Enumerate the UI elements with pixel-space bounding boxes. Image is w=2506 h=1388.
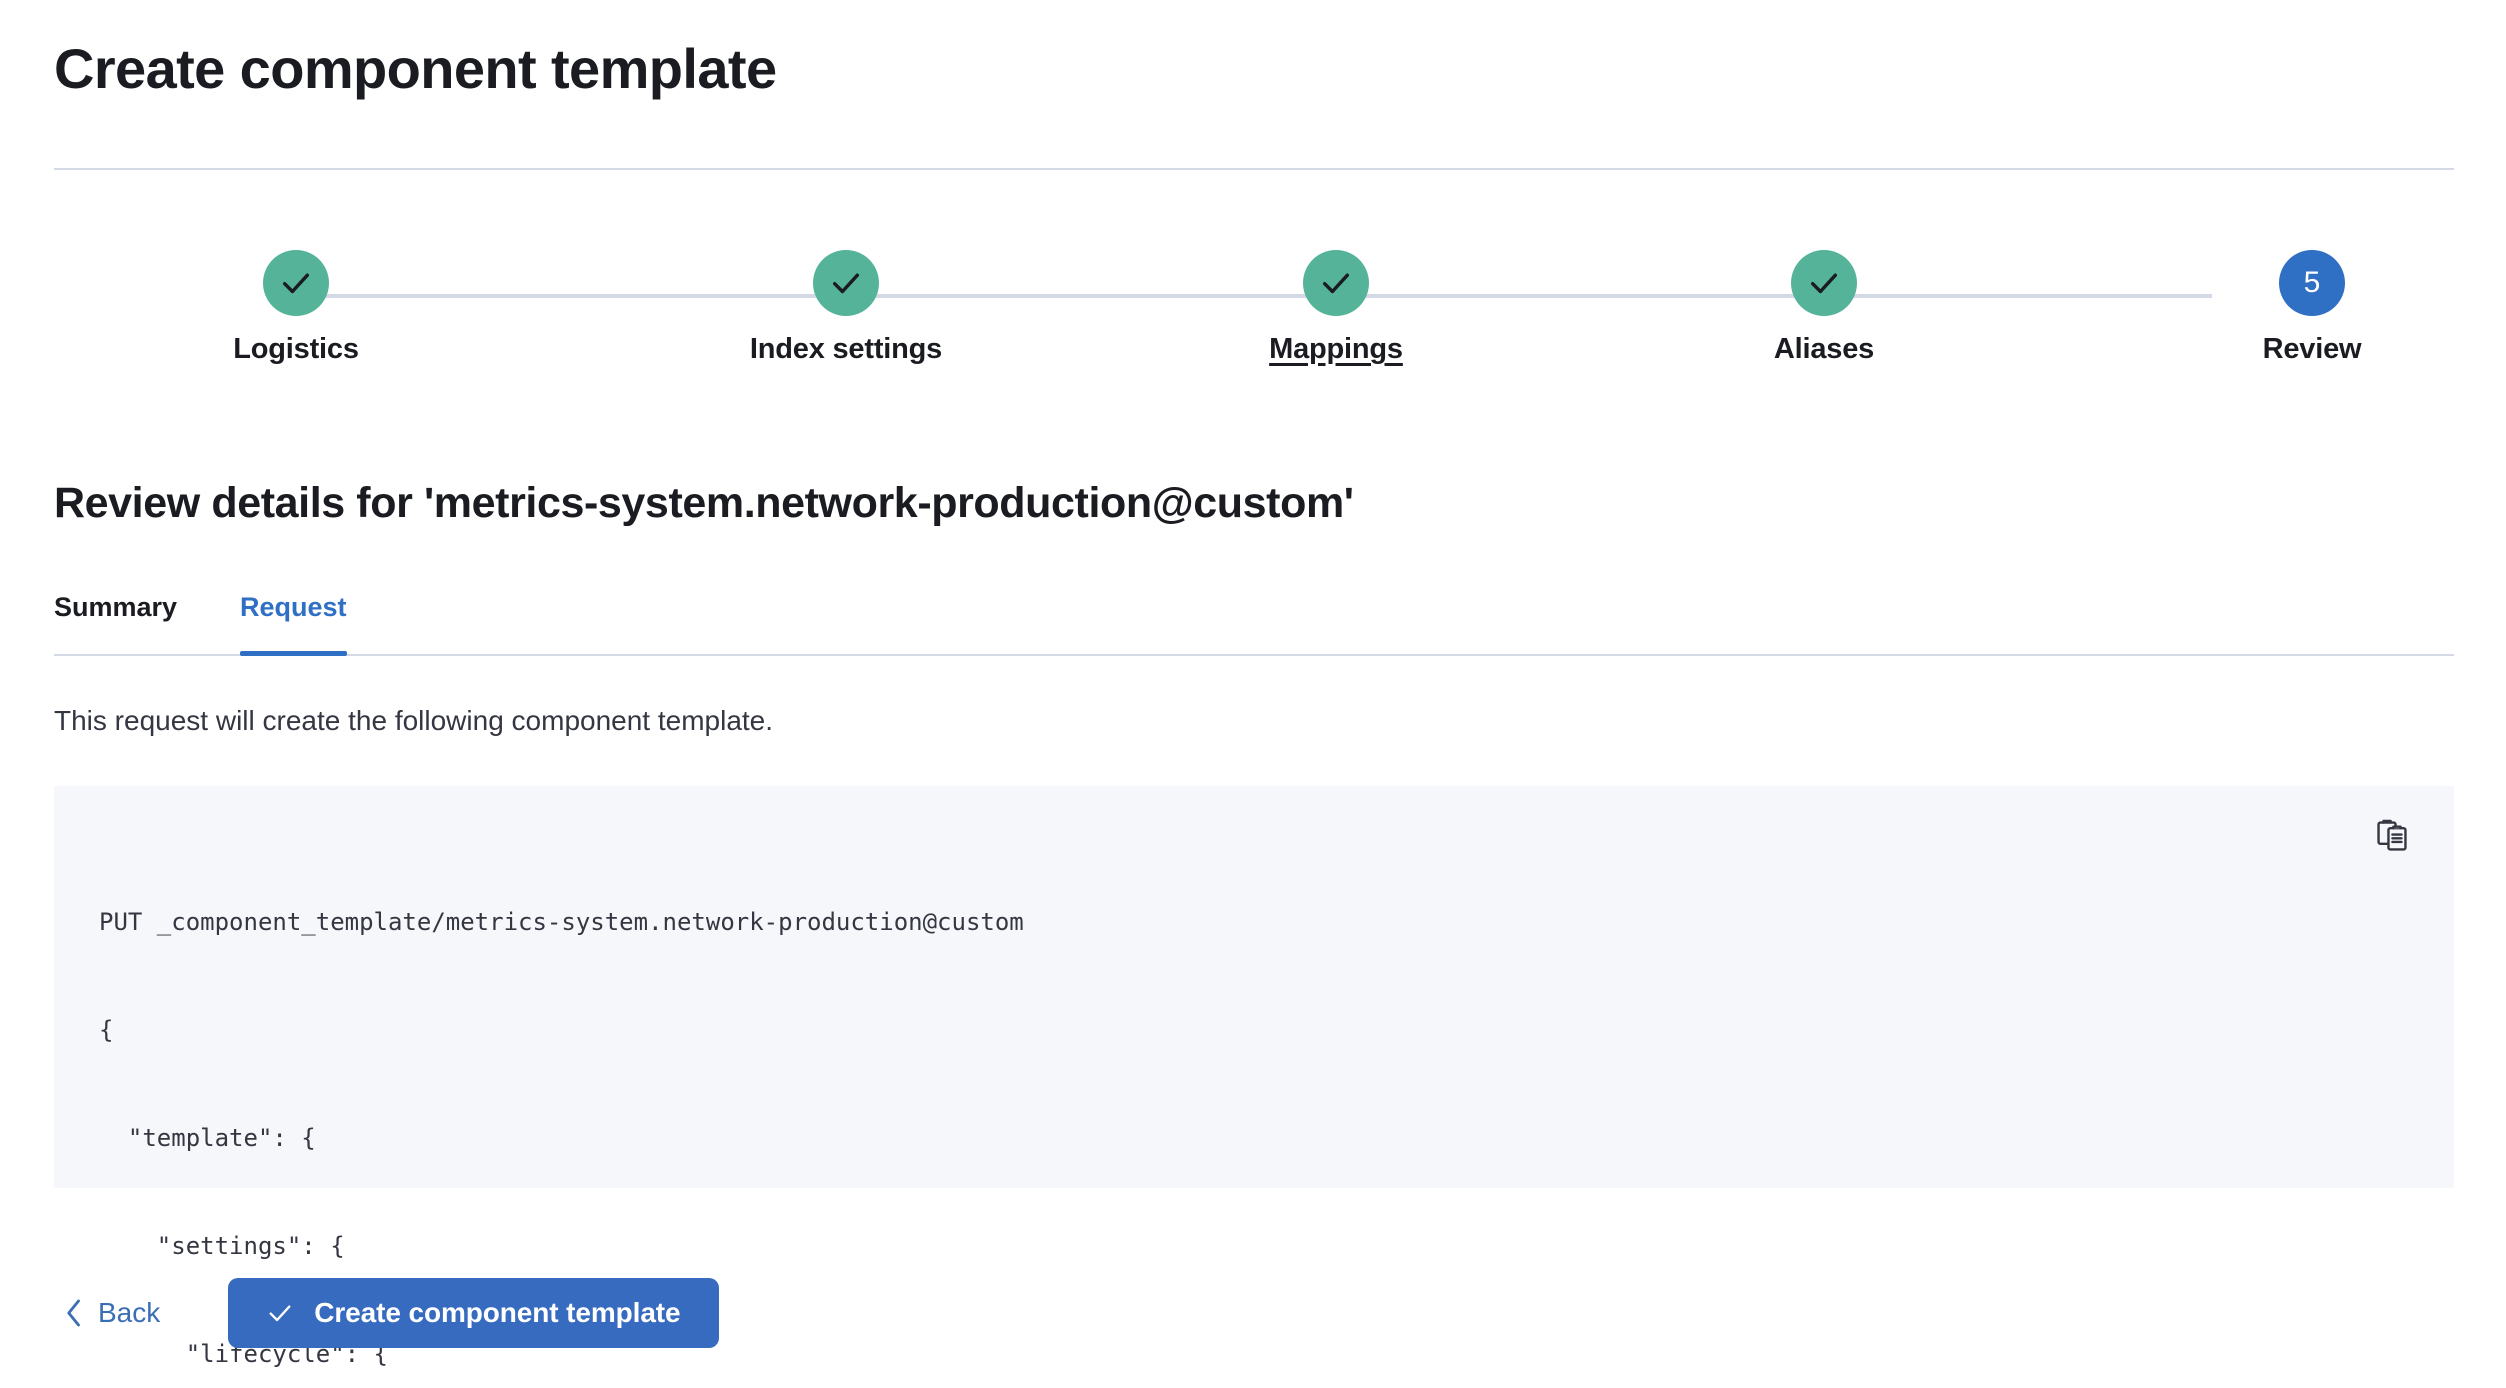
step-label-mappings[interactable]: Mappings <box>1269 333 1403 365</box>
check-icon <box>1322 273 1350 294</box>
tab-request-label: Request <box>240 592 347 622</box>
step-status-circle-mappings[interactable] <box>1303 250 1369 316</box>
check-icon <box>1810 273 1838 294</box>
tab-active-indicator <box>240 651 347 656</box>
step-status-circle-logistics[interactable] <box>263 250 329 316</box>
review-details-heading: Review details for 'metrics-system.netwo… <box>54 479 1354 527</box>
back-button-label: Back <box>98 1297 161 1328</box>
step-status-circle-aliases[interactable] <box>1791 250 1857 316</box>
copy-to-clipboard-button[interactable] <box>2370 814 2414 858</box>
check-icon <box>832 273 860 294</box>
step-aliases[interactable]: Aliases <box>1674 250 1974 366</box>
code-line: "template": { <box>99 1124 316 1152</box>
step-label-index-settings[interactable]: Index settings <box>749 333 943 365</box>
page-title: Create component template <box>54 37 777 100</box>
tabs-bottom-border <box>54 654 2454 656</box>
step-status-circle-index-settings[interactable] <box>813 250 879 316</box>
step-number-review: 5 <box>2303 266 2321 299</box>
step-logistics[interactable]: Logistics <box>146 250 446 366</box>
review-tabs: Summary Request <box>54 590 2454 656</box>
step-index-settings[interactable]: Index settings <box>696 250 996 366</box>
step-label-review[interactable]: Review <box>2262 333 2362 365</box>
step-status-circle-review[interactable]: 5 <box>2279 250 2345 316</box>
code-line: "settings": { <box>99 1232 345 1260</box>
step-mappings[interactable]: Mappings <box>1186 250 1486 366</box>
stepper-track-line <box>296 294 2212 298</box>
step-label-aliases[interactable]: Aliases <box>1773 333 1875 365</box>
tab-request[interactable]: Request <box>240 590 347 656</box>
create-component-template-button[interactable]: Create component template <box>228 1278 719 1348</box>
tab-summary[interactable]: Summary <box>54 590 177 656</box>
back-button[interactable]: Back <box>54 1289 170 1337</box>
check-icon <box>269 1305 291 1322</box>
code-line: PUT _component_template/metrics-system.n… <box>99 908 1024 936</box>
create-component-template-button-label: Create component template <box>314 1297 681 1328</box>
footer-actions: Back Create component template <box>54 1278 719 1348</box>
copy-clipboard-icon <box>2377 819 2407 851</box>
check-icon <box>282 273 310 294</box>
request-code-block[interactable]: PUT _component_template/metrics-system.n… <box>99 832 1024 1388</box>
request-code-panel: PUT _component_template/metrics-system.n… <box>54 786 2454 1368</box>
chevron-left-icon <box>67 1299 80 1327</box>
wizard-stepper: Logistics Index settings Mappings <box>54 250 2454 390</box>
request-description: This request will create the following c… <box>54 705 774 736</box>
step-label-logistics[interactable]: Logistics <box>233 333 359 365</box>
step-review[interactable]: 5 Review <box>2162 250 2462 366</box>
title-divider <box>54 168 2454 170</box>
code-line: { <box>99 1016 114 1044</box>
